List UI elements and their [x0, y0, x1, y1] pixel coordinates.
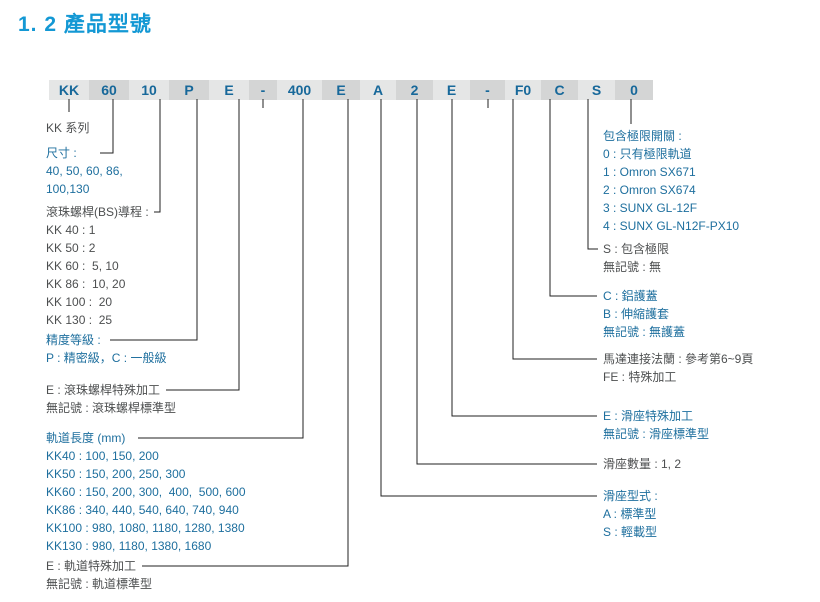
- label-line: 包含極限開關 :: [603, 129, 682, 143]
- label-line: C : 鋁護蓋: [603, 289, 658, 303]
- label-line: FE : 特殊加工: [603, 370, 677, 384]
- label-line: KK130 : 980, 1180, 1380, 1680: [46, 539, 212, 553]
- code-segment-5: -: [249, 80, 277, 100]
- label-line: 滑座數量 : 1, 2: [603, 457, 682, 471]
- label-line: 滾珠螺桿(BS)導程 :: [46, 205, 149, 219]
- label-line: 40, 50, 60, 86,: [46, 164, 123, 178]
- label-line: E : 軌道特殊加工: [46, 559, 137, 573]
- label-line: KK100 : 980, 1080, 1180, 1280, 1380: [46, 521, 245, 535]
- connector-400: [138, 99, 304, 439]
- label-line: KK 40 : 1: [46, 223, 96, 237]
- label-line: S : 輕載型: [603, 525, 658, 539]
- code-segment-9: 2: [396, 80, 433, 100]
- label-slide-type: 滑座型式 : A : 標準型 S : 輕載型: [603, 487, 658, 541]
- label-line: 無記號 : 無護蓋: [603, 325, 686, 339]
- label-bs-lead: 滾珠螺桿(BS)導程 : KK 40 : 1 KK 50 : 2 KK 60 : 5,…: [46, 203, 149, 329]
- label-rail-special: E : 軌道特殊加工無記號 : 軌道標準型: [46, 557, 152, 593]
- label-line: KK86 : 340, 440, 540, 640, 740, 940: [46, 503, 239, 517]
- label-line: 精度等級 :: [46, 333, 101, 347]
- label-line: 無記號 : 滾珠螺桿標準型: [46, 401, 177, 415]
- code-segment-7: E: [322, 80, 360, 100]
- label-line: KK50 : 150, 200, 250, 300: [46, 467, 186, 481]
- code-segment-2: 10: [129, 80, 169, 100]
- label-slide-quantity: 滑座數量 : 1, 2: [603, 455, 681, 473]
- label-kk-series: KK 系列: [46, 119, 89, 137]
- code-segment-8: A: [360, 80, 396, 100]
- label-line: 1 : Omron SX671: [603, 165, 696, 179]
- code-segment-0: KK: [49, 80, 89, 100]
- label-line: S : 包含極限: [603, 242, 670, 256]
- label-line: KK 50 : 2: [46, 241, 96, 255]
- code-segment-1: 60: [89, 80, 129, 100]
- label-line: KK60 : 150, 200, 300, 400, 500, 600: [46, 485, 246, 499]
- connector-60: [100, 99, 114, 154]
- connector-e-rail: [142, 99, 349, 567]
- code-segment-3: P: [169, 80, 209, 100]
- label-line: 尺寸 :: [46, 146, 77, 160]
- code-segment-6: 400: [277, 80, 322, 100]
- label-line: P : 精密級，C : 一般級: [46, 351, 167, 365]
- label-line: B : 伸縮護套: [603, 307, 670, 321]
- label-limit-switch-options: 包含極限開關 : 0 : 只有極限軌道 1 : Omron SX671 2 : Omr…: [603, 127, 739, 235]
- code-segment-12: F0: [505, 80, 541, 100]
- label-line: 軌道長度 (mm): [46, 431, 126, 445]
- label-line: 馬達連接法蘭 : 參考第6~9頁: [603, 352, 754, 366]
- label-accuracy-grade: 精度等級 : P : 精密級，C : 一般級: [46, 331, 166, 367]
- label-line: 無記號 : 軌道標準型: [46, 577, 153, 591]
- label-line: KK 60 : 5, 10: [46, 259, 119, 273]
- label-line: 3 : SUNX GL-12F: [603, 201, 698, 215]
- label-line: A : 標準型: [603, 507, 657, 521]
- label-line: KK 系列: [46, 121, 90, 135]
- page-title: 1. 2 產品型號: [18, 13, 152, 36]
- connector-p: [110, 99, 198, 341]
- label-line: 2 : Omron SX674: [603, 183, 696, 197]
- label-line: 無記號 : 滑座標準型: [603, 427, 710, 441]
- label-slide-special: E : 滑座特殊加工無記號 : 滑座標準型: [603, 407, 709, 443]
- connector-s: [587, 99, 598, 250]
- label-line: 100,130: [46, 182, 90, 196]
- label-limit-include: S : 包含極限無記號 : 無: [603, 240, 669, 276]
- label-line: E : 滾珠螺桿特殊加工: [46, 383, 161, 397]
- label-line: 無記號 : 無: [603, 260, 662, 274]
- label-line: E : 滑座特殊加工: [603, 409, 694, 423]
- label-line: 滑座型式 :: [603, 489, 658, 503]
- connector-10: [154, 99, 161, 213]
- connector-c: [549, 99, 597, 297]
- label-line: KK 100 : 20: [46, 295, 113, 309]
- code-segment-13: C: [541, 80, 578, 100]
- label-bs-special: E : 滾珠螺桿特殊加工無記號 : 滾珠螺桿標準型: [46, 381, 176, 417]
- label-cover-type: C : 鋁護蓋 B : 伸縮護套無記號 : 無護蓋: [603, 287, 685, 341]
- code-segment-14: S: [578, 80, 615, 100]
- label-motor-flange: 馬達連接法蘭 : 參考第6~9頁 FE : 特殊加工: [603, 350, 753, 386]
- connector-e-bs: [166, 99, 240, 391]
- connector-e-slide: [451, 99, 597, 417]
- label-line: KK 86 : 10, 20: [46, 277, 126, 291]
- code-segment-4: E: [209, 80, 249, 100]
- label-size: 尺寸 : 40, 50, 60, 86, 100,130: [46, 144, 123, 198]
- code-segment-11: -: [470, 80, 505, 100]
- code-segment-10: E: [433, 80, 470, 100]
- code-segment-15: 0: [615, 80, 653, 100]
- label-line: 4 : SUNX GL-N12F-PX10: [603, 219, 740, 233]
- connector-2: [416, 99, 597, 465]
- label-line: KK 130 : 25: [46, 313, 113, 327]
- label-line: KK40 : 100, 150, 200: [46, 449, 159, 463]
- label-line: 0 : 只有極限軌道: [603, 147, 692, 161]
- connector-f0: [512, 99, 597, 360]
- connector-a: [380, 99, 597, 497]
